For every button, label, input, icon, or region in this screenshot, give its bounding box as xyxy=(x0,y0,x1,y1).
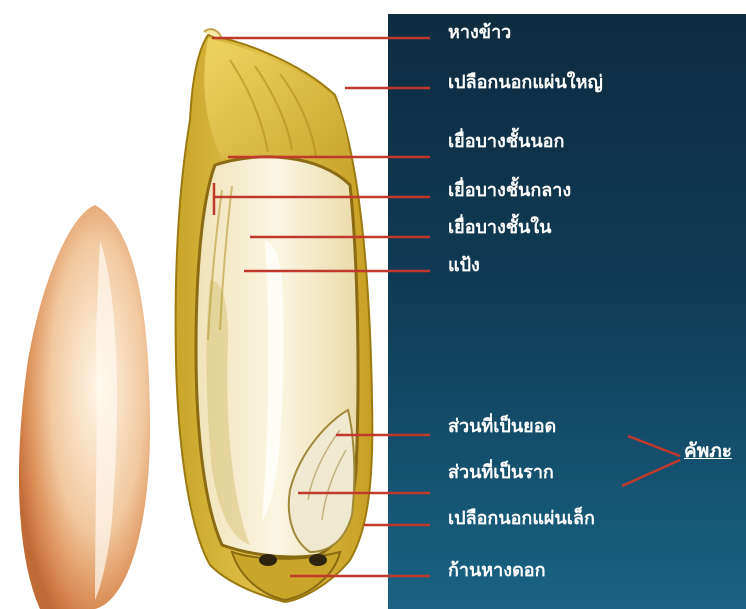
label-inner-membrane: เยื่อบางชั้นใน xyxy=(448,217,551,239)
label-lemma: เปลือกนอกแผ่นใหญ่ xyxy=(448,72,603,94)
label-palea: เปลือกนอกแผ่นเล็ก xyxy=(448,508,595,530)
hulled-seed xyxy=(19,205,150,609)
base-pore-right xyxy=(309,554,327,566)
label-middle-membrane: เยื่อบางชั้นกลาง xyxy=(448,180,571,202)
label-outer-membrane: เยื่อบางชั้นนอก xyxy=(448,131,564,153)
base-pore-left xyxy=(259,554,277,566)
label-radicle: ส่วนที่เป็นราก xyxy=(448,462,554,484)
label-embryo: คัพภะ xyxy=(684,440,732,462)
leader-line-embryo-top xyxy=(628,436,680,456)
label-starch: แป้ง xyxy=(448,255,480,277)
label-awn: หางข้าว xyxy=(448,22,511,44)
label-plumule: ส่วนที่เป็นยอด xyxy=(448,416,556,438)
leader-line-embryo-bottom xyxy=(622,460,680,486)
label-pedicel: ก้านหางดอก xyxy=(448,560,545,582)
